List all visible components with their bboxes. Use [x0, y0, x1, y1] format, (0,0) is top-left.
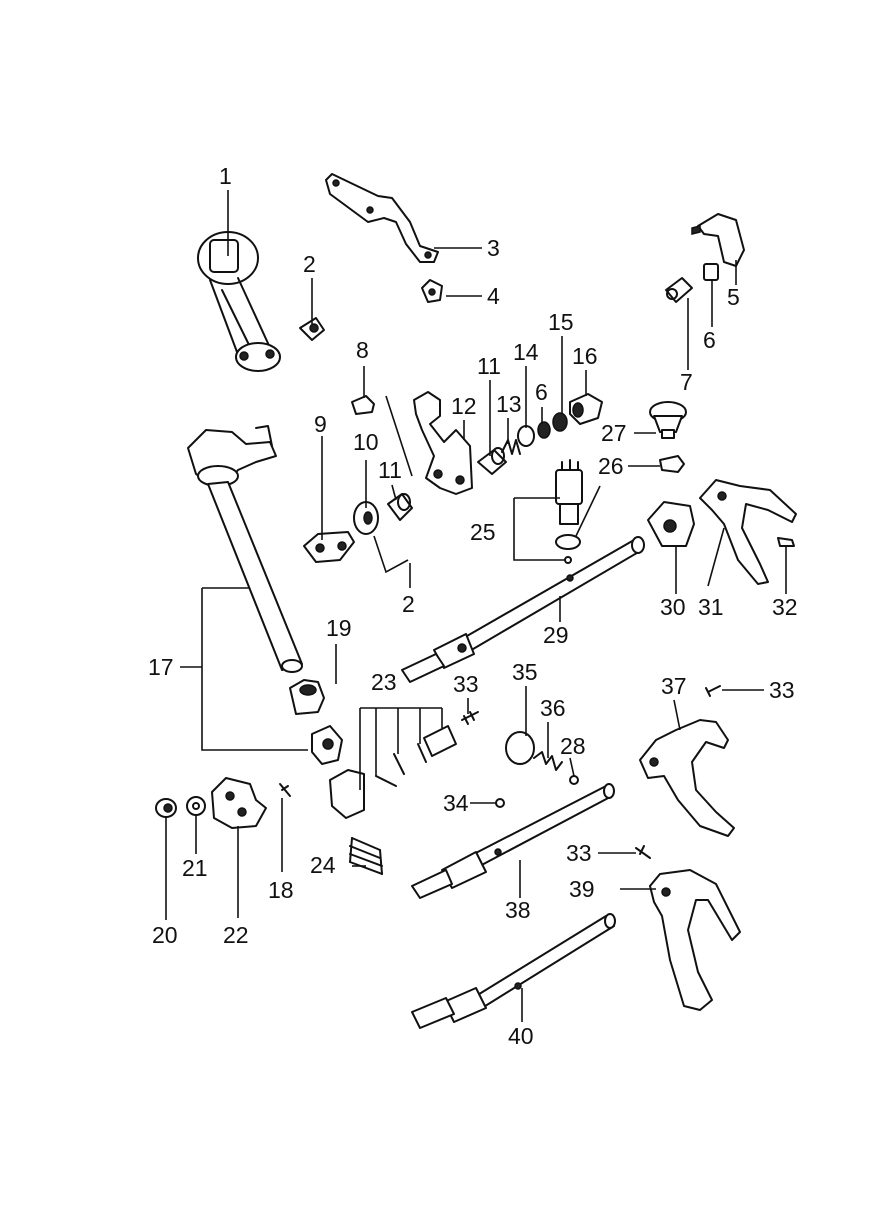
callout-6-middle: 6: [535, 379, 548, 405]
part-33-pin-upper: [461, 711, 479, 725]
part-27-knob: [649, 401, 687, 439]
callout-33-right-lower: 33: [566, 840, 592, 866]
part-22-bracket: [211, 777, 267, 829]
part-9-lever-fork: [303, 531, 355, 563]
part-17-long-shaft: [187, 425, 303, 673]
part-33-pin-right-top: [705, 685, 721, 697]
part-11-sleeve-upper: [477, 447, 507, 475]
callout-9: 9: [314, 411, 327, 437]
part-16-end-cap: [569, 393, 603, 425]
callout-19: 19: [326, 615, 352, 641]
part-39-shift-fork: [649, 869, 741, 1011]
part-1-lever-housing: [197, 231, 281, 372]
part-29-rod: [401, 536, 645, 683]
callout-3: 3: [487, 235, 500, 261]
callout-24: 24: [310, 852, 336, 878]
callout-7: 7: [680, 369, 693, 395]
callout-12: 12: [451, 393, 477, 419]
part-8-cap: [351, 395, 375, 415]
part-21-washer: [186, 796, 206, 816]
callout-1: 1: [219, 163, 232, 189]
callout-11-upper: 11: [477, 353, 501, 379]
part-19-collar: [289, 679, 325, 715]
callout-23: 23: [371, 669, 397, 695]
part-34-ball: [495, 798, 505, 808]
callout-22: 22: [223, 922, 249, 948]
callout-20: 20: [152, 922, 178, 948]
callout-27: 27: [601, 420, 627, 446]
part-30-hub: [647, 501, 695, 547]
callout-2-upper: 2: [303, 251, 316, 277]
part-14-ring: [517, 425, 535, 447]
callout-13: 13: [496, 391, 522, 417]
callout-8: 8: [356, 337, 369, 363]
part-17-lower-block: [311, 725, 343, 765]
callout-5: 5: [727, 284, 740, 310]
callout-16: 16: [572, 343, 598, 369]
part-4-clip: [421, 279, 443, 303]
callout-6-upper: 6: [703, 327, 716, 353]
part-5-small-lever: [691, 213, 745, 267]
callout-28: 28: [560, 733, 586, 759]
leader-lines: [165, 190, 787, 1022]
callout-labels: 1 2 3 4 5 6 7 8 9 10 11 12 11 13 14 6 15…: [148, 163, 798, 1049]
callout-11-lower: 11: [378, 457, 402, 483]
part-40-rod: [411, 913, 616, 1029]
callout-33-right-top: 33: [769, 677, 795, 703]
part-18-pin: [279, 783, 291, 797]
part-31-shift-fork: [699, 479, 797, 585]
part-13-spring: [501, 439, 521, 455]
part-23-plunger-assembly: [329, 725, 457, 819]
part-25-switch: [555, 459, 583, 564]
callout-17: 17: [148, 654, 174, 680]
callout-18: 18: [268, 877, 294, 903]
part-20-nut: [155, 798, 177, 818]
callout-29: 29: [543, 622, 569, 648]
callout-40: 40: [508, 1023, 534, 1049]
callout-4: 4: [487, 283, 500, 309]
part-12-shift-arm: [413, 391, 473, 495]
callout-25: 25: [470, 519, 496, 545]
callout-32: 32: [772, 594, 798, 620]
part-6-15-washers: [537, 412, 568, 439]
callout-10: 10: [353, 429, 379, 455]
part-3-bracket-lever: [325, 173, 439, 263]
callout-39: 39: [569, 876, 595, 902]
callout-33-middle: 33: [453, 671, 479, 697]
part-32-pin: [777, 537, 795, 547]
part-37-shift-fork: [639, 719, 735, 837]
callout-35: 35: [512, 659, 538, 685]
part-38-rod: [411, 783, 615, 899]
callout-15: 15: [548, 309, 574, 335]
callout-2-lower: 2: [402, 591, 415, 617]
callout-36: 36: [540, 695, 566, 721]
part-26-plug: [659, 455, 685, 473]
part-11-bushing-lower: [387, 493, 413, 521]
callout-38: 38: [505, 897, 531, 923]
part-33-pin-right-lower: [635, 845, 651, 859]
callout-34: 34: [443, 790, 469, 816]
part-6-nut-upper: [703, 263, 719, 281]
part-35-36-28-detent: [505, 731, 579, 785]
part-7-bolt: [665, 277, 693, 303]
callout-14: 14: [513, 339, 539, 365]
callout-37: 37: [661, 673, 687, 699]
part-2-bushing-upper: [299, 317, 325, 341]
callout-30: 30: [660, 594, 686, 620]
callout-31: 31: [698, 594, 724, 620]
part-24-spring: [349, 837, 383, 875]
callout-26: 26: [598, 453, 624, 479]
callout-21: 21: [182, 855, 208, 881]
